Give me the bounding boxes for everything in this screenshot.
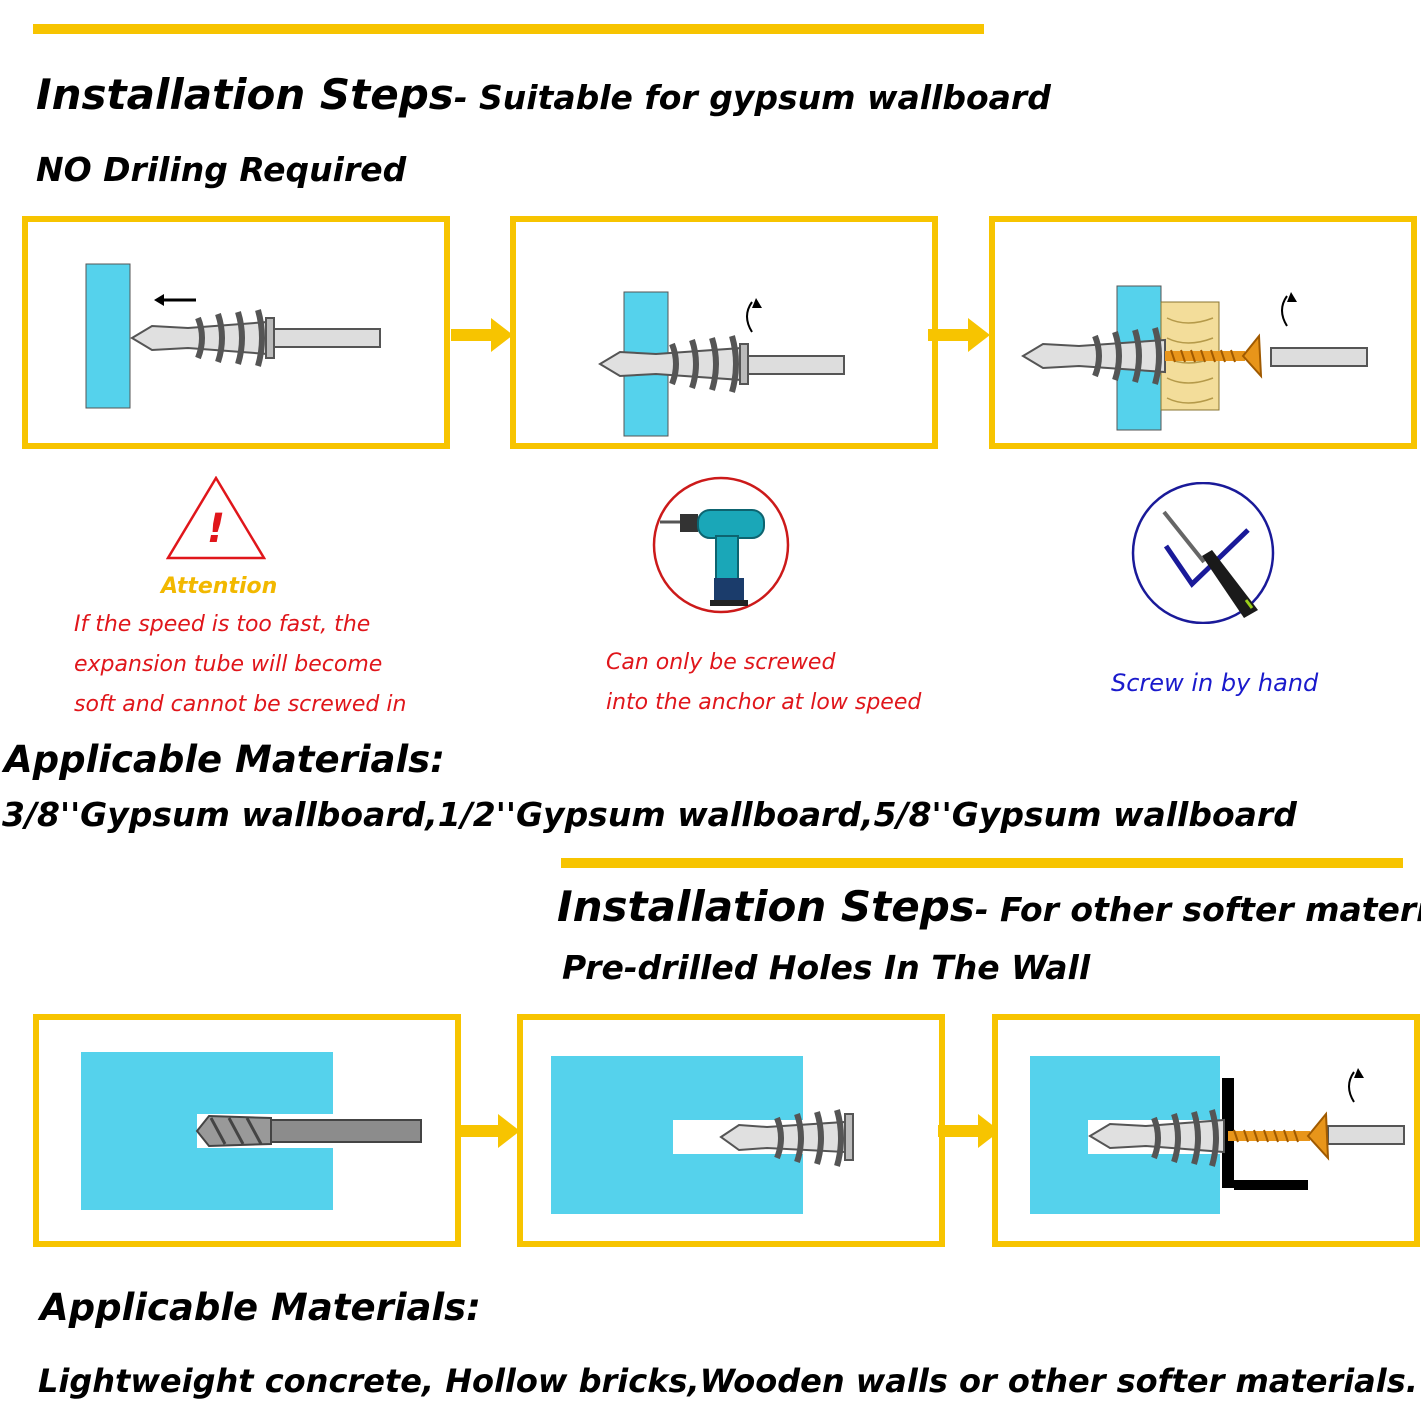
section2-title-suffix: - For other softer materials: [974, 890, 1421, 929]
section1-materials-title: Applicable Materials:: [4, 738, 445, 781]
step1-illustration: [85, 263, 381, 409]
attention-label: Attention: [161, 574, 278, 599]
step2-illustration: [598, 291, 845, 437]
section2-materials-title: Applicable Materials:: [40, 1286, 481, 1329]
svg-text:!: !: [207, 506, 225, 552]
step4-illustration: [81, 1052, 422, 1210]
attention-line-2: expansion tube will become: [74, 652, 383, 677]
drill-note-line-1: Can only be screwed: [606, 650, 836, 675]
rotate-icon: [1281, 295, 1288, 327]
section2-title-main: Installation Steps: [557, 882, 975, 931]
section1-title-main: Installation Steps: [36, 70, 454, 119]
rotate-icon: [746, 301, 753, 333]
screwdriver-check-icon: [1130, 481, 1276, 628]
attention-line-3: soft and cannot be screwed in: [74, 692, 407, 717]
power-drill-icon: [650, 476, 792, 618]
arrow-right-icon: [451, 318, 515, 356]
section2-subtitle: Pre-drilled Holes In The Wall: [562, 948, 1091, 987]
step5-illustration: [551, 1056, 854, 1214]
section1-subtitle: NO Driling Required: [36, 150, 407, 189]
top-accent-bar: [33, 24, 984, 34]
step6-frame: [992, 1014, 1420, 1247]
section1-title-suffix: - Suitable for gypsum wallboard: [453, 78, 1051, 117]
step2-frame: [510, 216, 938, 449]
section1-materials-text: 3/8''Gypsum wallboard,1/2''Gypsum wallbo…: [2, 795, 1297, 834]
section2-accent-bar: [561, 858, 1403, 868]
rotate-icon: [1348, 1071, 1355, 1103]
arrow-right-icon: [938, 1114, 1002, 1152]
step4-frame: [33, 1014, 461, 1247]
section2-title: Installation Steps- For other softer mat…: [557, 882, 1421, 931]
step3-illustration: [1021, 285, 1368, 431]
step3-frame: [989, 216, 1417, 449]
arrow-right-icon: [458, 1114, 522, 1152]
step5-frame: [517, 1014, 945, 1247]
arrow-right-icon: [928, 318, 992, 356]
step1-frame: [22, 216, 450, 449]
section1-title: Installation Steps- Suitable for gypsum …: [36, 70, 1051, 119]
step6-illustration: [1030, 1056, 1405, 1214]
attention-line-1: If the speed is too fast, the: [74, 612, 371, 637]
drill-note-line-2: into the anchor at low speed: [606, 690, 922, 715]
section2-materials-text: Lightweight concrete, Hollow bricks,Wood…: [38, 1362, 1418, 1400]
hand-note: Screw in by hand: [1111, 669, 1319, 697]
warning-triangle-icon: !: [165, 475, 267, 566]
